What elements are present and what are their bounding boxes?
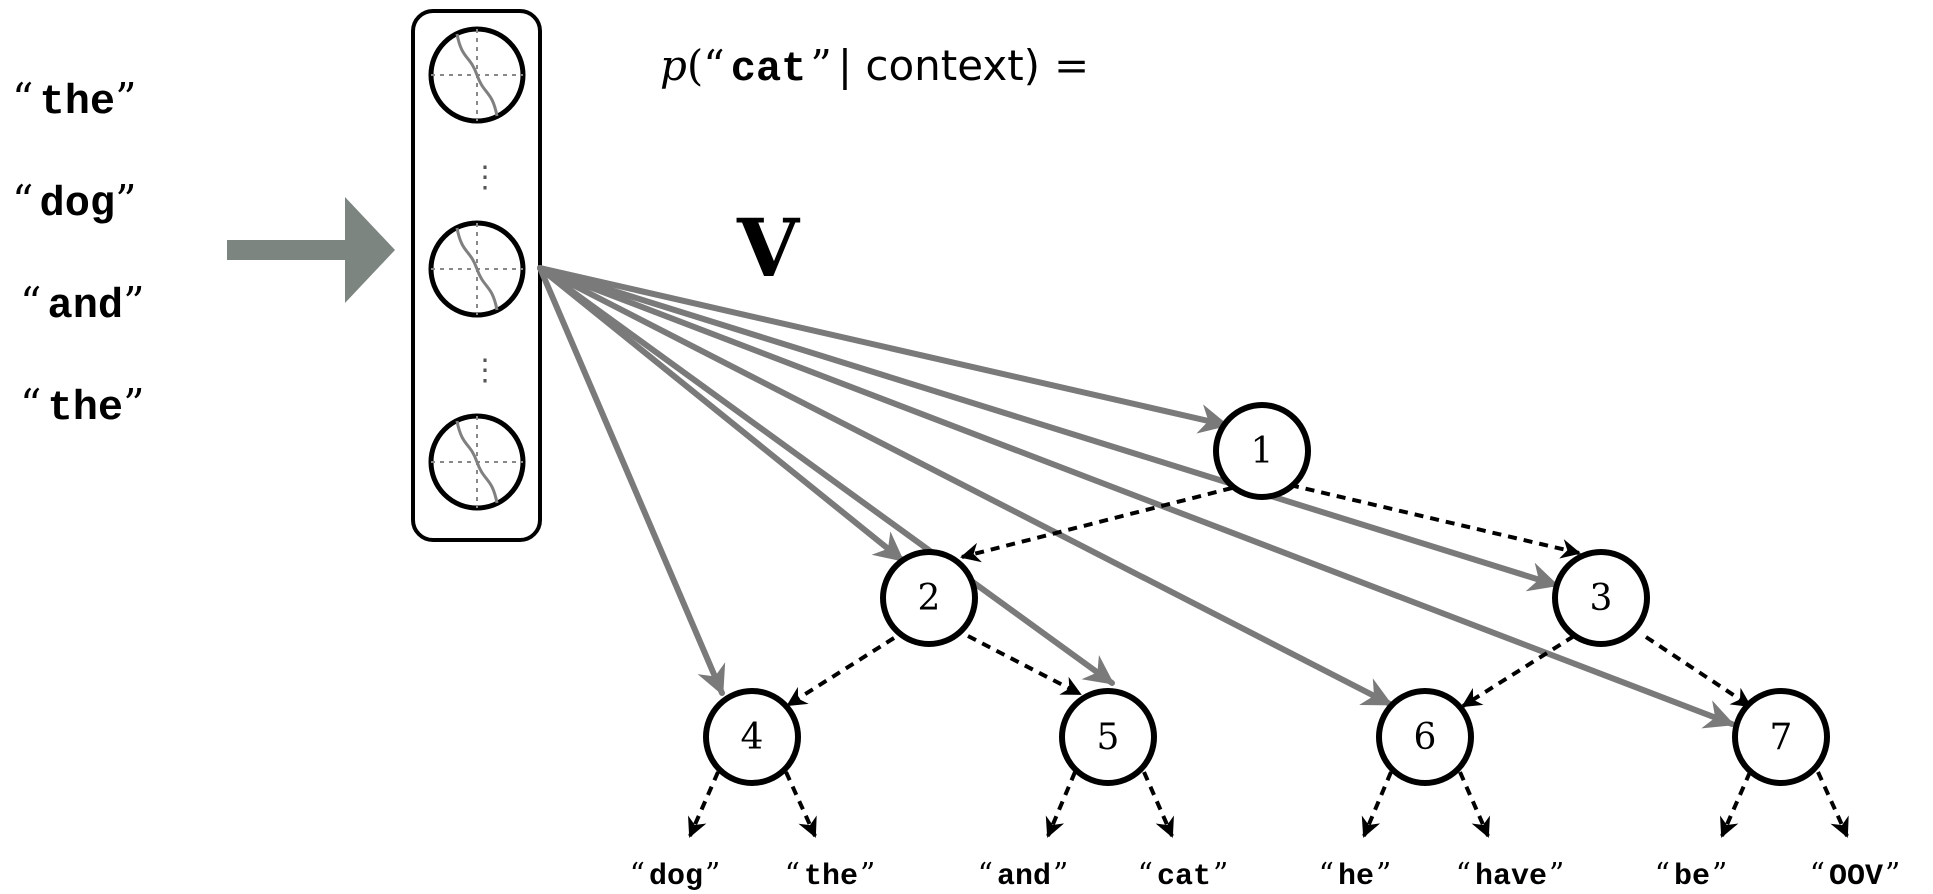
context-word-4: “the” [20, 380, 145, 432]
input-arrow [227, 197, 395, 303]
weight-arrow-node-7 [537, 265, 1735, 729]
context-word-1: “the” [12, 74, 137, 126]
weight-arrow-node-3 [537, 265, 1559, 592]
probability-formula: p(“cat”| context)= [660, 41, 1089, 93]
vdots-2: ⋮ [470, 353, 500, 388]
svg-text:1: 1 [1251, 431, 1274, 472]
leaf-word-1: “dog” [630, 857, 721, 894]
leaf-word-7: “be” [1655, 857, 1728, 894]
svg-text:7: 7 [1770, 717, 1793, 758]
sigmoid-unit-bottom [428, 413, 526, 511]
leaf-word-8: “OOV” [1810, 857, 1901, 894]
leaf-word-2: “the” [785, 857, 876, 894]
tree-node-6: 6 [1376, 688, 1474, 786]
svg-text:4: 4 [741, 717, 764, 758]
weight-arrow-node-2 [537, 265, 905, 563]
tree-node-7: 7 [1732, 688, 1830, 786]
tree-node-3: 3 [1552, 549, 1650, 647]
leaf-word-6: “have” [1456, 857, 1565, 894]
weight-arrow-node-6 [537, 265, 1393, 707]
svg-text:6: 6 [1414, 717, 1437, 758]
context-word-2: “dog” [12, 176, 137, 228]
tree-node-4: 4 [703, 688, 801, 786]
tree-node-2: 2 [880, 549, 978, 647]
tree-nodes: 1 2 3 4 5 6 7 [703, 402, 1830, 786]
leaf-word-5: “he” [1319, 857, 1392, 894]
sigmoid-unit-middle [428, 220, 526, 318]
leaf-word-3: “and” [978, 857, 1069, 894]
weight-arrow-node-1 [537, 265, 1229, 434]
weight-arrow-node-5 [537, 265, 1115, 686]
leaf-word-4: “cat” [1138, 857, 1229, 894]
tree-edges [688, 483, 1849, 838]
vdots-1: ⋮ [470, 160, 500, 195]
leaf-words: “dog” “the” “and” “cat” “he” “have” “be”… [630, 857, 1901, 894]
tree-node-1: 1 [1213, 402, 1311, 500]
context-word-3: “and” [20, 278, 145, 330]
sigmoid-unit-top [428, 26, 526, 124]
matrix-v-label: V [736, 201, 801, 295]
svg-text:3: 3 [1590, 578, 1613, 619]
svg-text:5: 5 [1097, 717, 1120, 758]
tree-node-5: 5 [1059, 688, 1157, 786]
context-words: “the” “dog” “and” “the” [12, 74, 145, 432]
svg-text:2: 2 [918, 578, 941, 619]
weight-arrows [537, 265, 1735, 729]
weight-arrow-node-4 [537, 265, 726, 696]
